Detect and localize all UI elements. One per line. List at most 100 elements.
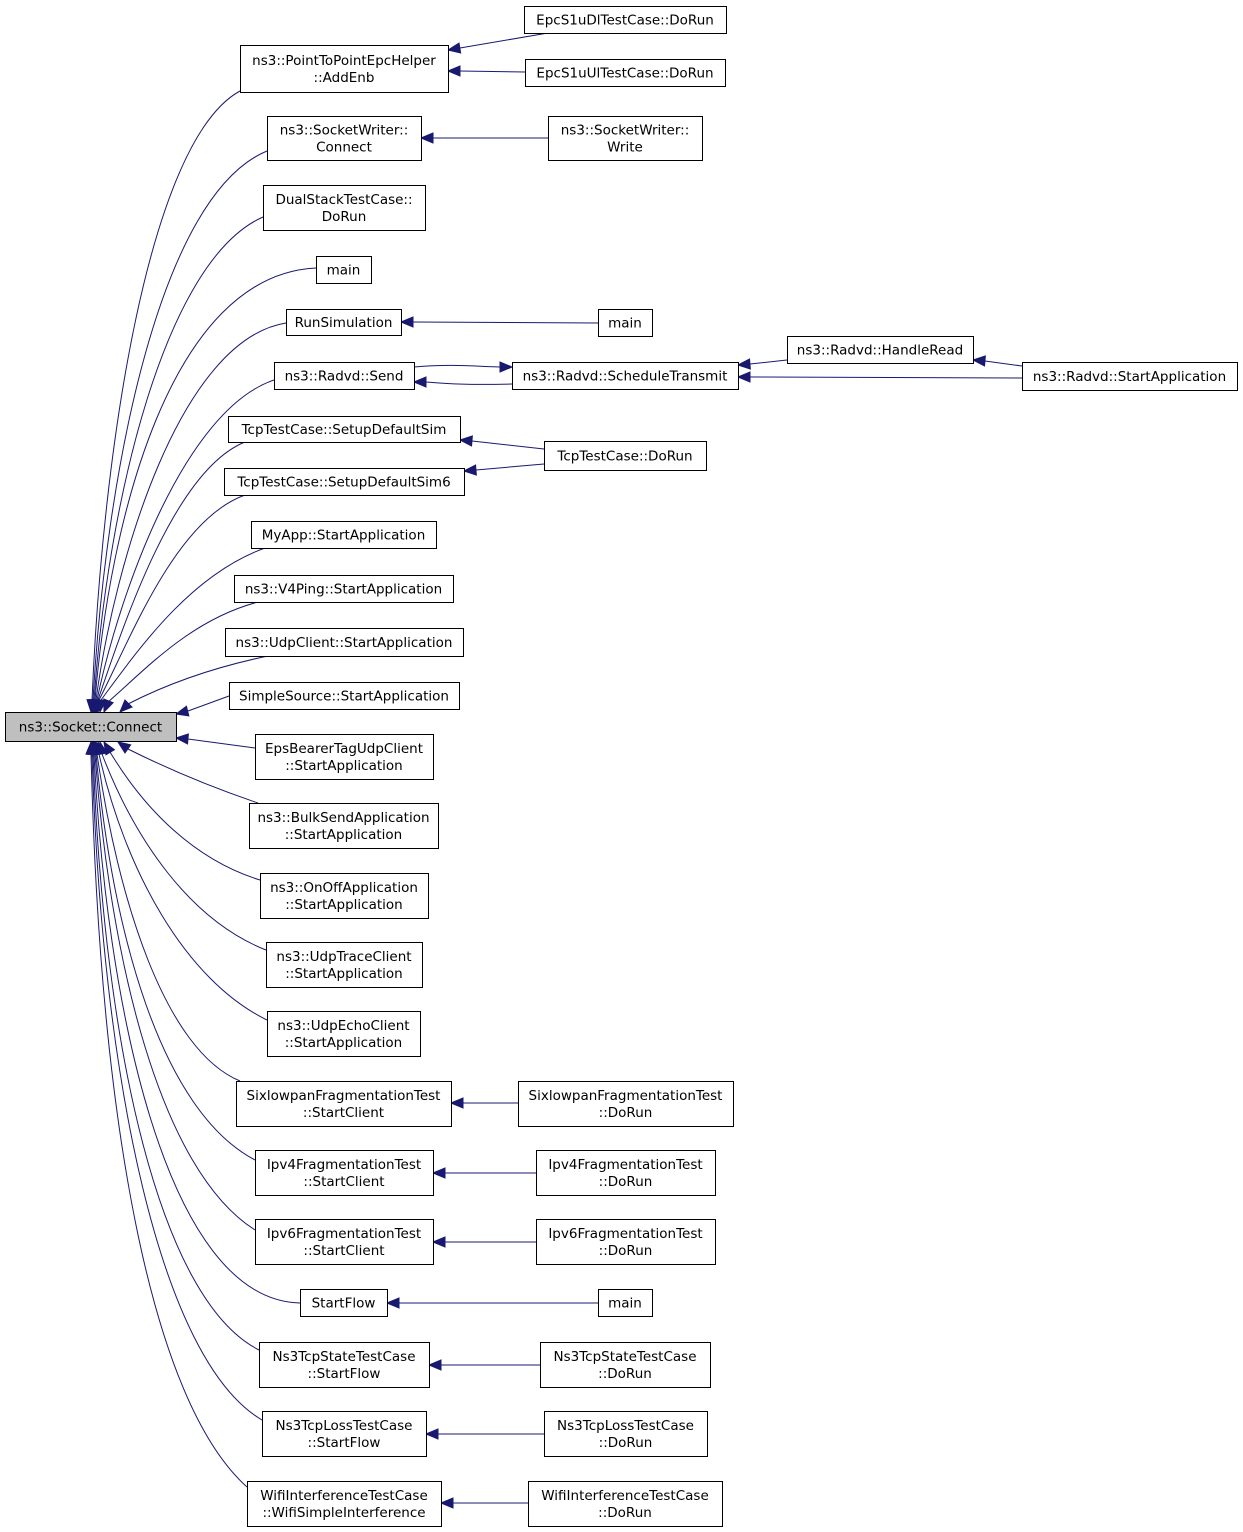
node-c_myapp[interactable]: MyApp::StartApplication xyxy=(251,521,437,549)
node-box xyxy=(5,712,177,742)
node-s_epc_dl[interactable]: EpcS1uDlTestCase::DoRun xyxy=(524,6,727,34)
node-box xyxy=(255,734,434,780)
node-s_wifi_dorun[interactable]: WifiInterferenceTestCase::DoRun xyxy=(528,1481,723,1527)
edge-line xyxy=(187,695,230,712)
nodes-layer: ns3::Socket::Connect ns3::PointToPointEpc… xyxy=(5,6,1238,1527)
node-c_simplesource[interactable]: SimpleSource::StartApplication xyxy=(229,682,460,710)
node-label: ::StartClient xyxy=(303,1243,384,1259)
node-box xyxy=(316,256,372,284)
node-root[interactable]: ns3::Socket::Connect xyxy=(5,712,177,742)
node-label: EpsBearerTagUdpClient xyxy=(265,741,423,757)
edge-s_ipv4_dorun-to-c_ipv4frag xyxy=(431,1167,536,1179)
node-c_udpecho[interactable]: ns3::UdpEchoClient::StartApplication xyxy=(267,1011,421,1057)
node-c_tcpstate[interactable]: Ns3TcpStateTestCase::StartFlow xyxy=(259,1342,430,1388)
node-c_udpclient[interactable]: ns3::UdpClient::StartApplication xyxy=(225,628,464,657)
edge-c_radvd_send-to-s_radvd_sched xyxy=(413,361,514,373)
edge-line xyxy=(97,441,246,701)
node-s_tcploss_dorun[interactable]: Ns3TcpLossTestCase::DoRun xyxy=(544,1411,708,1457)
node-s_ipv4_dorun[interactable]: Ipv4FragmentationTest::DoRun xyxy=(536,1150,716,1196)
node-c_startflow[interactable]: StartFlow xyxy=(300,1289,388,1317)
node-box xyxy=(598,1289,653,1317)
node-label: TcpTestCase::DoRun xyxy=(556,449,692,465)
arrowhead xyxy=(174,733,189,745)
node-s_main2[interactable]: main xyxy=(598,309,653,337)
arrowhead xyxy=(971,355,986,367)
node-box xyxy=(512,362,739,390)
edge-line xyxy=(93,216,264,701)
node-s_tcpstate_dorun[interactable]: Ns3TcpStateTestCase::DoRun xyxy=(540,1342,711,1388)
node-s_epc_ul[interactable]: EpcS1uUlTestCase::DoRun xyxy=(525,59,726,87)
edge-s_tcp_dorun-to-c_tcp_setup6 xyxy=(462,463,545,476)
node-label: Write xyxy=(607,140,643,156)
edge-c_epsbearer-to-root xyxy=(174,733,256,749)
node-label: main xyxy=(327,263,361,279)
node-box xyxy=(544,441,707,471)
node-s_tcp_dorun[interactable]: TcpTestCase::DoRun xyxy=(544,441,707,471)
edge-line xyxy=(90,753,248,1488)
edge-c_sixlowpan-to-root xyxy=(91,740,241,1082)
node-c_bulksend[interactable]: ns3::BulkSendApplication::StartApplicati… xyxy=(249,803,439,849)
edge-line xyxy=(471,440,545,450)
node-c_wifiint[interactable]: WifiInterferenceTestCase::WifiSimpleInte… xyxy=(247,1481,442,1527)
node-box xyxy=(255,1150,434,1196)
node-c_main1[interactable]: main xyxy=(316,256,372,284)
node-label: Ipv4FragmentationTest xyxy=(267,1157,421,1173)
node-label: ::DoRun xyxy=(599,1243,653,1259)
arrowhead xyxy=(736,358,751,370)
node-label: EpcS1uUlTestCase::DoRun xyxy=(536,66,713,82)
node-c_udptrace[interactable]: ns3::UdpTraceClient::StartApplication xyxy=(266,942,423,988)
edge-s_wifi_dorun-to-c_wifiint xyxy=(439,1497,528,1509)
node-c_runsim[interactable]: RunSimulation xyxy=(286,309,402,336)
node-label: ::AddEnb xyxy=(314,70,375,86)
node-c_dualstack[interactable]: DualStackTestCase::DoRun xyxy=(263,185,426,231)
edge-t_radvd_handleread-to-s_radvd_sched xyxy=(736,358,788,370)
edge-line xyxy=(96,753,241,1082)
node-c_sixlowpan[interactable]: SixlowpanFragmentationTest::StartClient xyxy=(236,1081,452,1127)
node-label: ns3::Radvd::HandleRead xyxy=(797,343,963,359)
node-box xyxy=(262,1411,427,1457)
edge-c_bulksend-to-root xyxy=(116,741,259,804)
node-label: ns3::V4Ping::StartApplication xyxy=(245,582,442,598)
node-c_tcploss[interactable]: Ns3TcpLossTestCase::StartFlow xyxy=(262,1411,427,1457)
edge-line xyxy=(187,738,256,749)
node-label: Ipv6FragmentationTest xyxy=(548,1226,702,1242)
node-label: ns3::Radvd::StartApplication xyxy=(1033,369,1226,385)
node-s_sw_write[interactable]: ns3::SocketWriter::Write xyxy=(548,116,703,161)
node-c_onoff[interactable]: ns3::OnOffApplication::StartApplication xyxy=(260,873,429,919)
node-s_ipv6_dorun[interactable]: Ipv6FragmentationTest::DoRun xyxy=(536,1219,716,1265)
node-box xyxy=(274,362,415,390)
node-label: ns3::UdpClient::StartApplication xyxy=(236,635,453,651)
edge-s_tcpstate_dorun-to-c_tcpstate xyxy=(427,1359,540,1371)
node-label: ns3::SocketWriter:: xyxy=(280,123,409,139)
edge-c_ipv4frag-to-root xyxy=(90,740,256,1161)
node-c_radvd_send[interactable]: ns3::Radvd::Send xyxy=(274,362,415,390)
edge-line xyxy=(984,360,1023,367)
edge-c_udptrace-to-root xyxy=(96,740,267,951)
arrowhead xyxy=(458,435,473,447)
node-c_tcp_setup[interactable]: TcpTestCase::SetupDefaultSim xyxy=(228,416,461,443)
edge-t_radvd_startapp-to-t_radvd_handleread xyxy=(971,355,1023,367)
node-label: ::WifiSimpleInterference xyxy=(262,1505,425,1521)
node-s_radvd_sched[interactable]: ns3::Radvd::ScheduleTransmit xyxy=(512,362,739,390)
node-t_radvd_handleread[interactable]: ns3::Radvd::HandleRead xyxy=(787,336,974,364)
node-box xyxy=(259,1342,430,1388)
node-c_tcp_setup6[interactable]: TcpTestCase::SetupDefaultSim6 xyxy=(224,468,465,496)
node-label: ::StartApplication xyxy=(285,1035,403,1051)
arrowhead xyxy=(439,1497,454,1509)
node-c_addenb[interactable]: ns3::PointToPointEpcHelper::AddEnb xyxy=(240,45,449,93)
node-label: ::DoRun xyxy=(599,1174,653,1190)
node-c_ipv4frag[interactable]: Ipv4FragmentationTest::StartClient xyxy=(255,1150,434,1196)
node-c_epsbearer[interactable]: EpsBearerTagUdpClient::StartApplication xyxy=(255,734,434,780)
node-t_radvd_startapp[interactable]: ns3::Radvd::StartApplication xyxy=(1022,362,1238,391)
node-s_main3[interactable]: main xyxy=(598,1289,653,1317)
node-s_sixlowpan_dorun[interactable]: SixlowpanFragmentationTest::DoRun xyxy=(518,1081,734,1127)
node-label: WifiInterferenceTestCase xyxy=(541,1488,709,1504)
node-box xyxy=(260,873,429,919)
node-c_v4ping[interactable]: ns3::V4Ping::StartApplication xyxy=(234,575,454,603)
node-c_ipv6frag[interactable]: Ipv6FragmentationTest::StartClient xyxy=(255,1219,434,1265)
node-c_sw_connect[interactable]: ns3::SocketWriter::Connect xyxy=(267,116,422,161)
edge-c_simplesource-to-root xyxy=(174,695,230,717)
edge-c_tcpstate-to-root xyxy=(87,740,260,1351)
arrowhead xyxy=(85,740,97,755)
edge-line xyxy=(459,70,526,73)
